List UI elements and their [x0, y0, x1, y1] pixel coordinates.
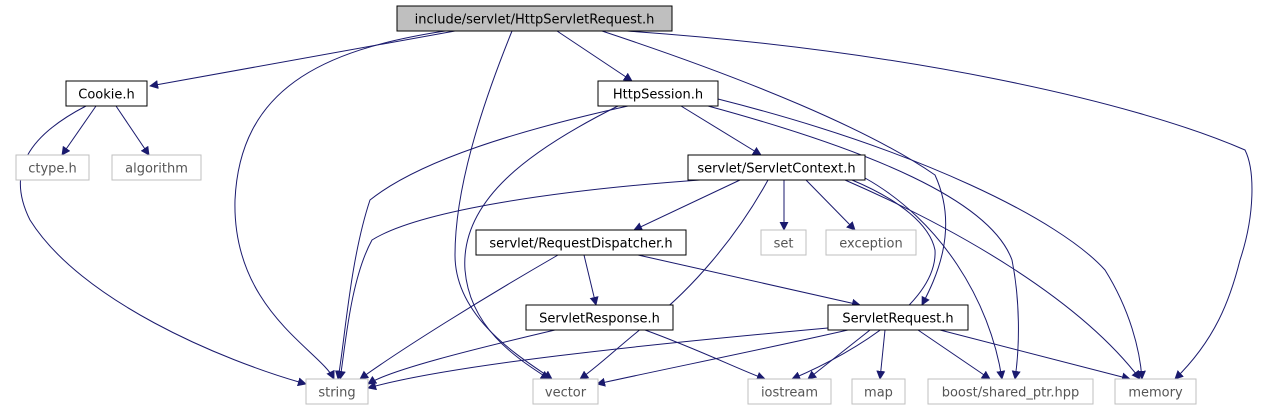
node-iostream: iostream — [747, 378, 832, 405]
node-httpsession[interactable]: HttpSession.h — [597, 80, 719, 107]
edge-servletrequest-to-vector — [596, 329, 849, 387]
node-memory: memory — [1114, 378, 1197, 405]
node-box-string — [305, 378, 369, 405]
node-label-algorithm: algorithm — [125, 162, 188, 177]
node-servletrequest[interactable]: ServletRequest.h — [827, 304, 969, 331]
node-box-servletresponse — [525, 304, 674, 331]
edge-httpsession-to-shared_ptr — [707, 105, 1021, 380]
node-exception: exception — [825, 229, 917, 256]
edge-root-to-servletrequest — [601, 30, 947, 306]
node-box-vector — [532, 378, 599, 405]
edge-servletcontext-to-vector — [579, 179, 769, 380]
node-box-set — [760, 229, 807, 256]
node-root[interactable]: include/servlet/HttpServletRequest.h — [396, 5, 673, 32]
edge-root-to-vector — [454, 30, 553, 380]
node-label-set: set — [774, 237, 794, 252]
node-label-ctype: ctype.h — [28, 162, 77, 177]
node-cookie[interactable]: Cookie.h — [65, 80, 148, 107]
node-box-memory — [1114, 378, 1197, 405]
node-box-shared_ptr — [927, 378, 1094, 405]
node-ctype: ctype.h — [15, 154, 90, 181]
node-label-servletresponse: ServletResponse.h — [539, 312, 660, 327]
edge-servletcontext-to-iostream — [791, 179, 936, 380]
node-set: set — [760, 229, 807, 256]
nodes-layer: include/servlet/HttpServletRequest.hCook… — [15, 5, 1197, 405]
edge-requestdispatcher-to-servletrequest — [637, 254, 861, 308]
edge-servletresponse-to-iostream — [644, 329, 766, 381]
node-label-exception: exception — [839, 237, 903, 252]
node-label-cookie: Cookie.h — [78, 88, 135, 103]
node-box-requestdispatcher — [475, 229, 687, 256]
edge-servletresponse-to-string — [367, 329, 556, 385]
node-string: string — [305, 378, 369, 405]
node-box-map — [851, 378, 906, 405]
node-box-root — [396, 5, 673, 32]
node-box-servletcontext — [687, 154, 866, 181]
edges-layer — [19, 30, 1253, 391]
edge-httpsession-to-vector — [464, 105, 619, 380]
edge-requestdispatcher-to-string — [359, 254, 559, 380]
node-requestdispatcher[interactable]: servlet/RequestDispatcher.h — [475, 229, 687, 256]
edge-servletcontext-to-memory — [844, 179, 1141, 380]
edge-root-to-memory — [626, 30, 1253, 380]
edge-httpsession-to-string — [334, 105, 629, 380]
edge-servletrequest-to-map — [876, 329, 886, 380]
node-box-httpsession — [597, 80, 719, 107]
node-servletresponse[interactable]: ServletResponse.h — [525, 304, 674, 331]
edge-servletcontext-to-shared_ptr — [864, 177, 1006, 380]
edge-requestdispatcher-to-servletresponse — [583, 254, 599, 306]
node-box-servletrequest — [827, 304, 969, 331]
edge-root-to-httpsession — [556, 30, 633, 82]
node-label-vector: vector — [545, 386, 587, 401]
node-vector: vector — [532, 378, 599, 405]
edge-httpsession-to-servletcontext — [680, 105, 762, 156]
node-label-servletrequest: ServletRequest.h — [842, 312, 953, 327]
node-label-memory: memory — [1128, 386, 1183, 401]
node-label-shared_ptr: boost/shared_ptr.hpp — [942, 386, 1080, 401]
node-box-exception — [825, 229, 917, 256]
edge-root-to-string — [234, 30, 446, 380]
edge-servletrequest-to-string — [367, 327, 829, 391]
node-box-cookie — [65, 80, 148, 107]
node-label-string: string — [318, 386, 355, 401]
node-label-requestdispatcher: servlet/RequestDispatcher.h — [489, 237, 672, 252]
node-box-ctype — [15, 154, 90, 181]
edge-servletrequest-to-iostream — [807, 329, 871, 380]
node-shared_ptr: boost/shared_ptr.hpp — [927, 378, 1094, 405]
edge-servletcontext-to-requestdispatcher — [633, 179, 741, 231]
node-map: map — [851, 378, 906, 405]
edge-servletcontext-to-exception — [805, 179, 856, 231]
node-label-httpsession: HttpSession.h — [613, 88, 703, 103]
edge-httpsession-to-memory — [717, 98, 1146, 380]
node-label-root: include/servlet/HttpServletRequest.h — [415, 13, 655, 28]
node-box-iostream — [747, 378, 832, 405]
node-label-iostream: iostream — [761, 386, 818, 401]
node-servletcontext[interactable]: servlet/ServletContext.h — [687, 154, 866, 181]
node-box-algorithm — [111, 154, 202, 181]
edge-cookie-to-string — [19, 105, 307, 387]
node-label-map: map — [864, 386, 893, 401]
edge-root-to-cookie — [149, 30, 456, 89]
edge-servletcontext-to-string — [336, 179, 701, 380]
edge-servletrequest-to-shared_ptr — [917, 329, 991, 380]
node-algorithm: algorithm — [111, 154, 202, 181]
edge-cookie-to-ctype — [61, 105, 97, 156]
edge-servletrequest-to-memory — [939, 329, 1131, 382]
node-label-servletcontext: servlet/ServletContext.h — [697, 162, 855, 177]
edge-cookie-to-algorithm — [115, 105, 150, 156]
